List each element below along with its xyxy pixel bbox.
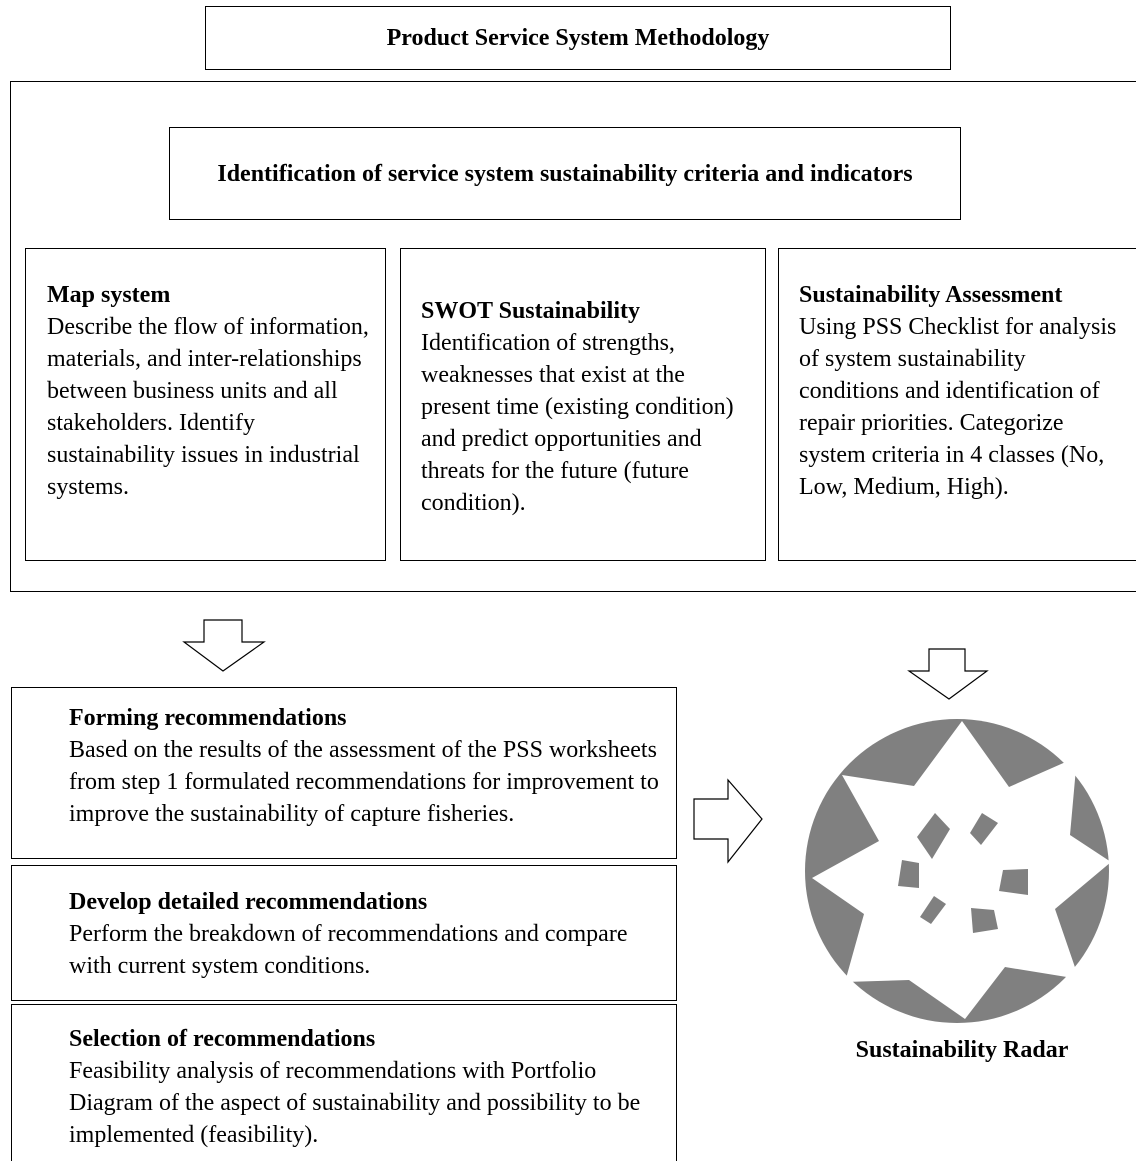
radar-mark-2 <box>970 813 998 845</box>
radar-mark-5 <box>920 896 946 924</box>
sustainability-radar-graphic <box>805 719 1111 1023</box>
radar-mark-3 <box>898 860 919 888</box>
swot-heading: SWOT Sustainability <box>421 298 640 324</box>
forming-recommendations-box: Forming recommendations Based on the res… <box>11 687 677 859</box>
swot-box: SWOT Sustainability Identification of st… <box>400 248 766 561</box>
assessment-description: Using PSS Checklist for analysis of syst… <box>799 314 1117 500</box>
detailed-recommendations-description: Perform the breakdown of recommendations… <box>69 921 628 979</box>
methodology-title: Product Service System Methodology <box>386 25 770 51</box>
right-arrow <box>693 778 763 864</box>
map-system-heading: Map system <box>47 282 171 308</box>
assessment-heading: Sustainability Assessment <box>799 282 1063 308</box>
forming-recommendations-description: Based on the results of the assessment o… <box>69 737 659 827</box>
detailed-recommendations-box: Develop detailed recommendations Perform… <box>11 865 677 1001</box>
map-system-description: Describe the flow of information, materi… <box>47 314 369 500</box>
down-arrow-left <box>182 619 266 672</box>
down-arrow-right <box>907 648 989 700</box>
radar-label-container: Sustainability Radar <box>812 1034 1112 1066</box>
assessment-box: Sustainability Assessment Using PSS Chec… <box>778 248 1136 561</box>
detailed-recommendations-heading: Develop detailed recommendations <box>69 889 428 915</box>
radar-label: Sustainability Radar <box>855 1037 1069 1063</box>
radar-star <box>812 721 1111 1019</box>
selection-recommendations-box: Selection of recommendations Feasibility… <box>11 1004 677 1161</box>
forming-recommendations-heading: Forming recommendations <box>69 705 347 731</box>
methodology-title-box: Product Service System Methodology <box>205 6 951 70</box>
map-system-box: Map system Describe the flow of informat… <box>25 248 386 561</box>
selection-recommendations-description: Feasibility analysis of recommendations … <box>69 1058 641 1148</box>
radar-mark-6 <box>971 908 998 933</box>
radar-mark-1 <box>917 813 950 859</box>
identification-title: Identification of service system sustain… <box>217 160 913 187</box>
radar-mark-4 <box>999 869 1028 895</box>
identification-box: Identification of service system sustain… <box>169 127 961 220</box>
step-one-container <box>10 81 1136 592</box>
selection-recommendations-heading: Selection of recommendations <box>69 1026 376 1052</box>
swot-description: Identification of strengths, weaknesses … <box>421 330 734 516</box>
